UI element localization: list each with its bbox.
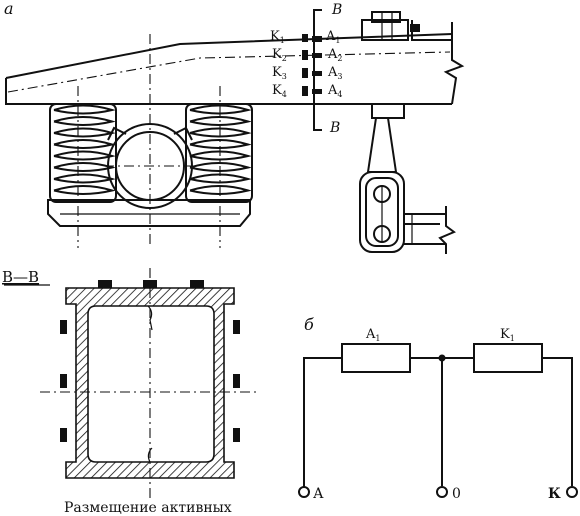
section-title: В—В [2,268,39,286]
terminal-0 [436,486,448,498]
side-frame-beam [5,22,465,105]
gauge-k3-label: K3 [272,65,287,81]
spring-coil [53,150,116,161]
spring-coil [53,116,116,126]
gauge-a2 [312,53,322,58]
section-mark-bottom: B [329,120,340,136]
spring-coil [189,139,252,149]
active-resistor-label: A1 [365,327,380,343]
section-gauges [60,280,240,442]
axle-box-cap [361,11,452,41]
panel-b-circuit: б A1 K1 А 0 К [298,315,578,502]
gauge-k1 [302,34,308,42]
terminal-0-label: 0 [452,486,461,502]
gauge-row-2: K2 A2 [272,47,342,63]
gauge-a4 [312,89,322,94]
section-line-bb: B B [313,2,342,136]
left-spring [49,103,117,203]
spring-coil [53,127,116,138]
spring-coil [53,185,116,195]
spring-coil [189,150,252,161]
gauge-k3 [302,68,308,78]
spring-coil [189,162,252,172]
terminal-a [298,486,310,498]
gauge-k4 [302,86,308,96]
gauge-k1-label: K1 [270,29,285,45]
compensating-resistor [473,343,543,373]
gauge-row-1: K1 A1 [270,29,340,45]
panel-a: а [4,0,465,254]
gauge-a3 [312,71,322,76]
terminal-k [566,486,578,498]
gauge-row-4: K4 A4 [272,83,342,99]
gauge-a3-label: A3 [327,65,342,81]
gauge-a4-label: A4 [327,83,342,99]
gauge-a1 [312,36,322,42]
panel-a-label: а [4,0,14,18]
spring-coil [189,116,252,126]
section-view: В—В Размещение активных [2,268,260,516]
spring-coil [53,173,116,184]
spring-coil [53,162,116,172]
gauge-k4-label: K4 [272,83,287,99]
spring-coil [189,127,252,138]
gauge-a1-label: A1 [325,29,340,45]
panel-b-label: б [304,315,314,334]
section-caption: Размещение активных [64,500,232,516]
brake-hanger [359,104,456,254]
spring-coil [53,104,116,115]
compensating-resistor-label: K1 [500,327,515,343]
gauge-k2-label: K2 [272,47,287,63]
gauge-row-3: K3 A3 [272,65,342,81]
gauge-k2 [302,50,308,60]
spring-coil [189,173,252,184]
right-spring [185,103,253,203]
spring-coil [189,185,252,195]
spring-coil [189,104,252,115]
active-resistor [341,343,411,373]
gauge-markers: K1 A1 K2 A2 K3 A3 K4 A4 [270,29,342,99]
gauge-a2-label: A2 [327,47,342,63]
section-mark-top: B [331,2,342,18]
terminal-a-label: А [313,486,324,502]
spring-coil [53,139,116,149]
terminal-k-label: К [548,486,561,502]
